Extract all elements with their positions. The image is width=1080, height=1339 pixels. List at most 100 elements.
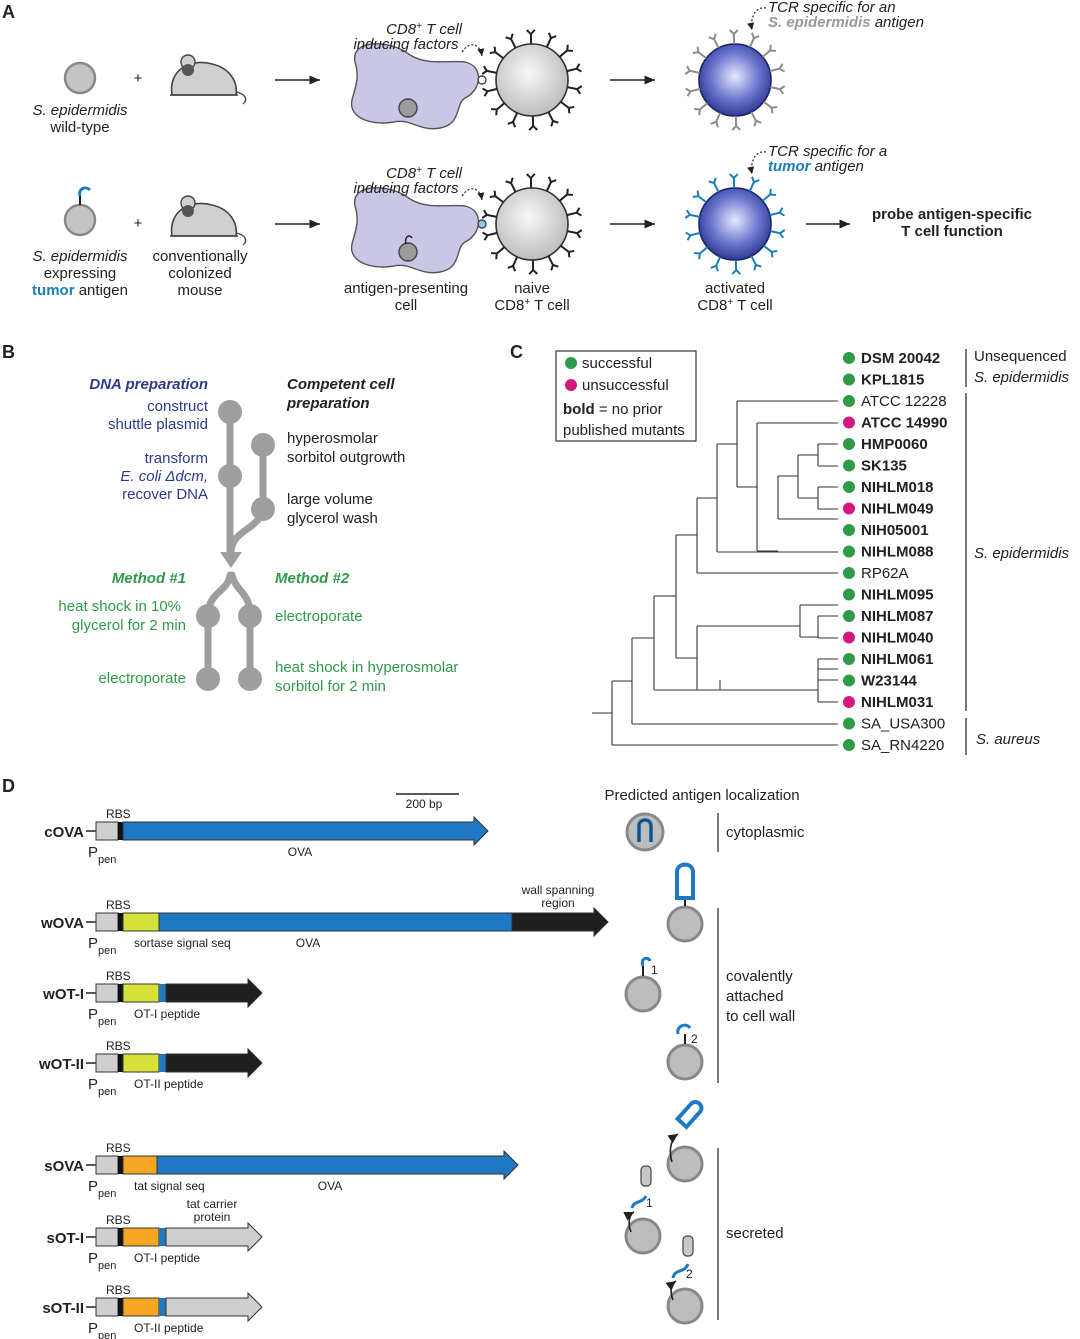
panel-a: A S. epidermidis wild-type + CD8+ T cell… (2, 0, 1032, 314)
tcr-row1-line1: TCR specific for an (768, 0, 896, 16)
mouse-icon-2 (170, 195, 247, 246)
strain-dot (843, 696, 855, 708)
legend-successful: successful (582, 355, 652, 372)
comp-title-line2: preparation (286, 395, 370, 412)
tcr-row1-line2: S. epidermidis antigen (768, 14, 924, 31)
signal-label: OT-II peptide (134, 1077, 204, 1091)
loc-wall-ova-icon (666, 862, 704, 943)
mouse-line2: colonized (168, 265, 231, 282)
legend-box: successful unsuccessful bold = no prior … (555, 350, 697, 442)
dna-step2-line2: E. coli Δdcm, (120, 468, 208, 485)
bacterium-tumor (63, 186, 97, 237)
method1-step1-line1: heat shock in 10% (58, 598, 181, 615)
svg-text:2: 2 (686, 1267, 693, 1281)
tumor-species: S. epidermidis (32, 248, 128, 265)
strain-label: NIHLM031 (861, 694, 934, 711)
method1-title: Method #1 (112, 570, 186, 587)
rbs-label: RBS (106, 969, 131, 983)
svg-text:2: 2 (691, 1032, 698, 1046)
mouse-icon (170, 54, 247, 105)
naive-tcell-row2 (481, 173, 583, 275)
loc-secreted-ot1-icon: 1 (623, 1165, 662, 1255)
strain-label: HMP0060 (861, 436, 928, 453)
strain-label: ATCC 14990 (861, 415, 947, 432)
probe-line2: T cell function (901, 223, 1003, 240)
phylo-tree (592, 400, 838, 746)
dna-step1-line1: construct (147, 398, 209, 415)
rbs-label: RBS (106, 807, 131, 821)
payload-label: OVA (318, 1179, 342, 1193)
factors-row1-line2: inducing factors (353, 36, 459, 53)
loc-wall-line2: attached (726, 988, 784, 1005)
panel-d: D 200 bp Predicted antigen localization … (2, 776, 805, 1339)
legend-dot-unsuccessful (565, 379, 577, 391)
payload-label: OVA (288, 845, 312, 859)
rbs-label: RBS (106, 1141, 131, 1155)
legend-bold: bold = no prior (563, 401, 663, 418)
strain-dot (843, 459, 855, 472)
probe-line1: probe antigen-specific (872, 206, 1032, 223)
construct-sot-ii: sOT-II RBS Ppen OT-II peptide (42, 1283, 263, 1339)
rbs-label: RBS (106, 1039, 131, 1053)
tcr-row2-line1: TCR specific for a (768, 143, 887, 160)
dna-step1-line2: shuttle plasmid (108, 416, 208, 433)
comp-step2-line1: large volume (287, 491, 373, 508)
naive-tcell-row1 (481, 29, 583, 131)
strain-dot (843, 416, 855, 429)
plus-sign-2: + (134, 215, 143, 232)
legend-unsuccessful: unsuccessful (582, 377, 669, 394)
activated-label-line1: activated (705, 280, 765, 297)
panel-b-letter: B (2, 342, 15, 362)
mouse-line3: mouse (177, 282, 222, 299)
apc-label-line1: antigen-presenting (344, 280, 468, 297)
panel-d-letter: D (2, 776, 15, 796)
extra-label: tat carrier (187, 1197, 238, 1211)
apc-cell-row1 (350, 43, 480, 130)
ppen-label: Ppen (88, 1320, 116, 1339)
factors-row1-line1: CD8+ T cell (386, 21, 463, 39)
naive-label-line1: naive (514, 280, 550, 297)
strain-dot (843, 373, 855, 386)
panel-c: C successful unsuccessful bold = no prio… (510, 342, 1070, 755)
activated-label-line2: CD8+ T cell (697, 297, 772, 315)
strain-dot (843, 438, 855, 450)
construct-name: wOT-I (42, 986, 84, 1003)
strain-dot (843, 545, 855, 558)
signal-label: OT-I peptide (134, 1007, 200, 1021)
loc-secreted-ova-icon (666, 1099, 704, 1183)
loc-secreted: secreted (726, 1225, 784, 1242)
strain-dot (843, 739, 855, 751)
factors-row2-line2: inducing factors (353, 180, 459, 197)
strain-dot (843, 481, 855, 493)
method2-title: Method #2 (275, 570, 350, 587)
wild-type-species: S. epidermidis (32, 102, 128, 119)
signal-label: OT-I peptide (134, 1251, 200, 1265)
construct-name: sOT-II (42, 1300, 84, 1317)
strain-dot (843, 610, 855, 622)
method1-step1-line2: glycerol for 2 min (72, 617, 186, 634)
comp-title-line1: Competent cell (287, 376, 395, 393)
bacterium-wild-type (63, 61, 97, 95)
ppen-label: Ppen (88, 1250, 116, 1272)
flow-arrowhead (220, 552, 242, 568)
synapse-dot-row1 (477, 75, 487, 85)
strain-label: SA_USA300 (861, 716, 945, 733)
construct-name: wOVA (40, 915, 84, 932)
loc-cytoplasmic-icon (625, 812, 665, 852)
signal-label: sortase signal seq (134, 936, 231, 950)
extra-label: region (541, 896, 574, 910)
loc-wall-line3: to cell wall (726, 1008, 795, 1025)
signal-label: tat signal seq (134, 1179, 205, 1193)
rbs-label: RBS (106, 1283, 131, 1297)
rbs-label: RBS (106, 898, 131, 912)
strain-label: NIHLM049 (861, 501, 934, 518)
comp-step1-line1: hyperosmolar (287, 430, 378, 447)
signal-label: OT-II peptide (134, 1321, 204, 1335)
strain-label: KPL1815 (861, 372, 924, 389)
